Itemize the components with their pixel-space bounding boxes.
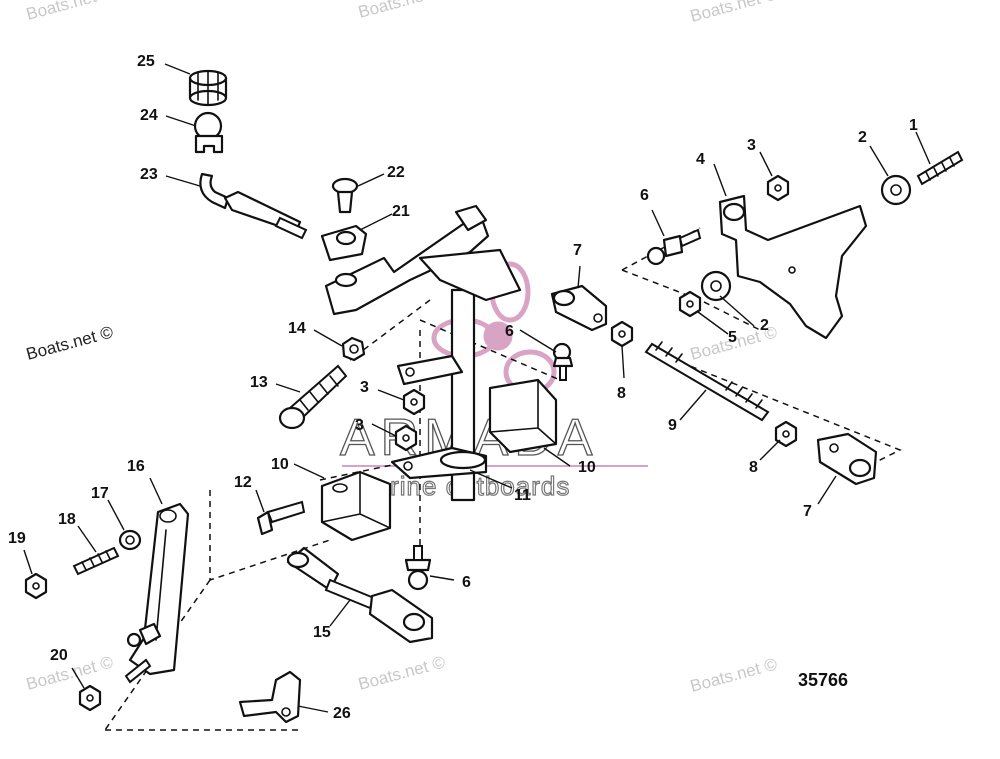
callout-3: 3 bbox=[355, 417, 364, 434]
part-12-bolt bbox=[256, 500, 306, 536]
part-24-ball-socket bbox=[193, 111, 224, 154]
callout-21: 21 bbox=[392, 203, 410, 220]
watermark: Boats.net © bbox=[24, 322, 115, 364]
watermark: Boats.net © bbox=[24, 0, 115, 24]
part-16-lever-arm bbox=[128, 502, 190, 676]
callout-4: 4 bbox=[696, 151, 705, 168]
callout-9: 9 bbox=[668, 417, 677, 434]
part-16-ball-stud bbox=[124, 622, 162, 684]
part-25-bushing bbox=[188, 69, 228, 107]
callout-8: 8 bbox=[749, 459, 758, 476]
part-2-washer bbox=[880, 174, 912, 206]
part-3-nut bbox=[394, 424, 418, 452]
part-11-throttle-shaft bbox=[390, 248, 522, 502]
part-2-washer bbox=[700, 270, 732, 302]
callout-15: 15 bbox=[313, 624, 331, 641]
part-6-ball-stud bbox=[404, 545, 432, 591]
part-17-washer bbox=[118, 529, 142, 551]
callout-17: 17 bbox=[91, 485, 109, 502]
callout-14: 14 bbox=[288, 320, 306, 337]
callout-16: 16 bbox=[127, 458, 145, 475]
part-7-rod-end bbox=[550, 284, 608, 332]
callout-11: 11 bbox=[514, 487, 531, 504]
callout-3: 3 bbox=[360, 379, 369, 396]
part-18-stud bbox=[72, 546, 120, 576]
callout-18: 18 bbox=[58, 511, 76, 528]
part-3-nut bbox=[766, 174, 790, 202]
watermark: Boats.net © bbox=[688, 654, 779, 696]
part-3-nut bbox=[402, 388, 426, 416]
diagram-number: 35766 bbox=[798, 670, 848, 690]
callout-2: 2 bbox=[760, 317, 769, 334]
part-22-screw bbox=[331, 177, 359, 214]
part-8-nut bbox=[610, 320, 634, 348]
callout-10: 10 bbox=[578, 459, 596, 476]
watermarks: Boats.net © Boats.net © Boats.net © Boat… bbox=[24, 0, 779, 696]
callout-5: 5 bbox=[728, 329, 737, 346]
part-1-stud bbox=[916, 150, 964, 186]
callout-7: 7 bbox=[803, 503, 812, 520]
callout-8: 8 bbox=[617, 385, 626, 402]
part-20-nut bbox=[78, 684, 102, 712]
callout-19: 19 bbox=[8, 530, 26, 547]
part-5-nut bbox=[678, 290, 702, 318]
part-19-nut bbox=[24, 572, 48, 600]
part-15-adjustable-link bbox=[286, 546, 434, 644]
callout-20: 20 bbox=[50, 647, 68, 664]
callout-10: 10 bbox=[271, 456, 289, 473]
part-6-ball-stud bbox=[552, 342, 574, 381]
callouts: 25 24 23 22 21 14 13 3 3 10 12 6 7 8 10 … bbox=[8, 53, 918, 722]
callout-22: 22 bbox=[387, 164, 405, 181]
part-6-ball-stud bbox=[646, 228, 702, 266]
callout-6: 6 bbox=[640, 187, 649, 204]
watermark: Boats.net © bbox=[356, 0, 447, 22]
callout-26: 26 bbox=[333, 705, 351, 722]
watermark: Boats.net © bbox=[24, 652, 115, 694]
part-23-link-rod bbox=[199, 172, 308, 240]
callout-7: 7 bbox=[573, 242, 582, 259]
part-13-idle-screw bbox=[278, 364, 348, 430]
part-14-nut bbox=[341, 336, 366, 362]
leader-lines bbox=[23, 63, 931, 713]
watermark: Boats.net © bbox=[688, 0, 779, 26]
callout-12: 12 bbox=[234, 474, 252, 491]
callout-1: 1 bbox=[909, 117, 918, 134]
callout-23: 23 bbox=[140, 166, 158, 183]
callout-6: 6 bbox=[505, 323, 514, 340]
part-10-bracket-block-lower bbox=[320, 470, 392, 542]
callout-13: 13 bbox=[250, 374, 268, 391]
watermark: Boats.net © bbox=[356, 652, 447, 694]
callout-3: 3 bbox=[747, 137, 756, 154]
callout-6: 6 bbox=[462, 574, 471, 591]
part-8-nut bbox=[774, 420, 798, 448]
part-7-rod-end bbox=[816, 432, 878, 486]
part-21-throttle-arm bbox=[320, 204, 490, 316]
callout-2: 2 bbox=[858, 129, 867, 146]
callout-24: 24 bbox=[140, 107, 158, 124]
callout-25: 25 bbox=[137, 53, 155, 70]
part-10-bracket-block-upper bbox=[488, 378, 558, 454]
part-4-mounting-bracket bbox=[718, 194, 868, 340]
part-9-link-rod bbox=[644, 341, 770, 422]
part-26-cable-clip bbox=[238, 670, 302, 724]
